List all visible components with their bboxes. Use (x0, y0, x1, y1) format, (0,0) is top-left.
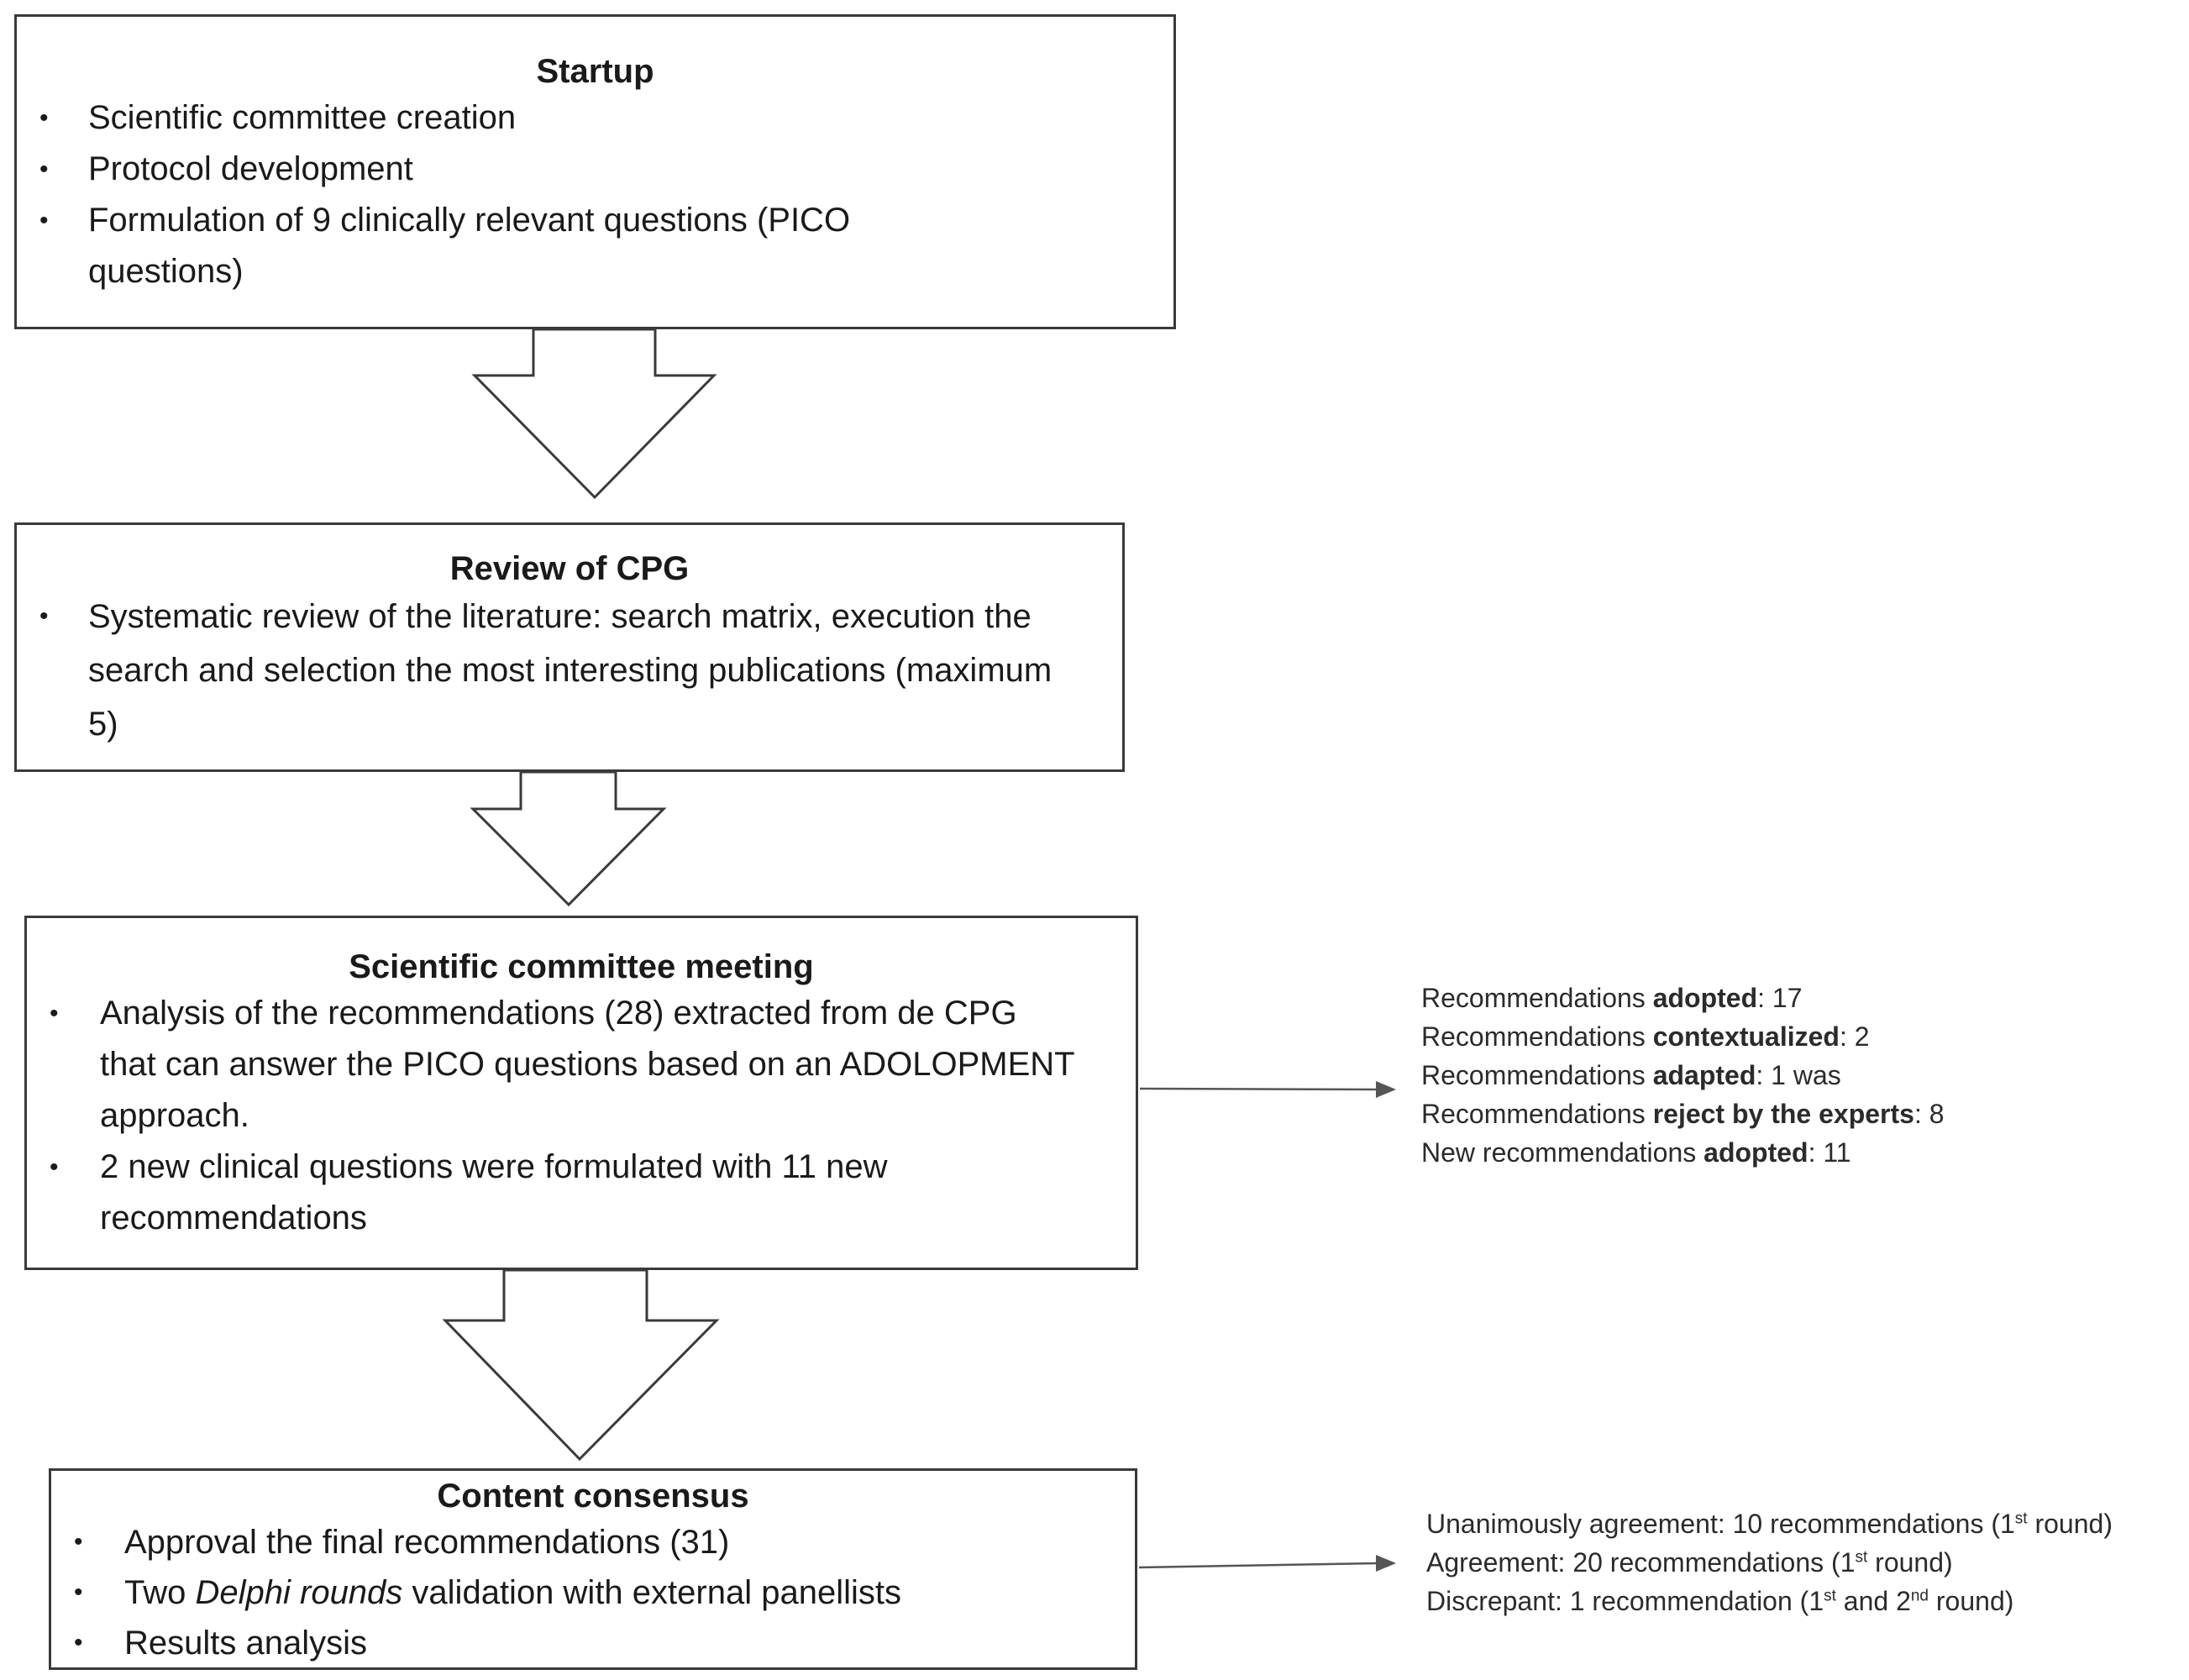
outcome-text-end: round) (1867, 1547, 1953, 1578)
review-list: Systematic review of the literature: sea… (17, 590, 1122, 751)
consensus-list: Approval the final recommendations (31) … (51, 1517, 1135, 1668)
review-title: Review of CPG (449, 550, 690, 587)
connector-consensus-to-outcomes (1138, 1562, 1378, 1569)
outcome-adapted: Recommendations adapted: 1 was (1421, 1056, 1945, 1095)
delphi-text-before: Two (124, 1574, 196, 1611)
outcome-prefix: Recommendations (1421, 983, 1653, 1013)
outcome-text: Unanimously agreement: 10 recommendation… (1426, 1509, 2015, 1539)
down-arrow-startup-to-review (471, 328, 717, 500)
outcome-text-end: round) (1929, 1586, 2014, 1616)
startup-item-committee: Scientific committee creation (17, 92, 1173, 144)
startup-item-protocol: Protocol development (17, 144, 1173, 195)
outcome-keyword: adapted (1652, 1060, 1756, 1090)
startup-item-pico: Formulation of 9 clinically relevant que… (17, 195, 962, 297)
outcome-prefix: Recommendations (1421, 1099, 1653, 1129)
outcome-keyword: adopted (1703, 1137, 1808, 1168)
down-arrow-review-to-meeting (470, 770, 667, 907)
meeting-list: Analysis of the recommendations (28) ext… (27, 988, 1136, 1244)
ordinal-suffix: st (1855, 1548, 1868, 1567)
meeting-outcomes: Recommendations adopted: 17 Recommendati… (1421, 979, 1945, 1172)
outcome-new-adopted: New recommendations adopted: 11 (1421, 1133, 1945, 1172)
outcome-adopted: Recommendations adopted: 17 (1421, 979, 1945, 1017)
meeting-title: Scientific committee meeting (349, 948, 814, 985)
outcome-contextualized: Recommendations contextualized: 2 (1421, 1017, 1945, 1056)
outcome-keyword: reject by the experts (1652, 1099, 1914, 1129)
review-box: Review of CPG Systematic review of the l… (14, 522, 1125, 772)
outcome-value: : 2 (1839, 1021, 1870, 1052)
delphi-text-after: validation with external panellists (402, 1574, 901, 1611)
delphi-rounds-italic: Delphi rounds (195, 1574, 403, 1611)
outcome-text-mid: and 2 (1835, 1586, 1911, 1616)
startup-box: Startup Scientific committee creation Pr… (14, 14, 1176, 329)
outcome-agreement: Agreement: 20 recommendations (1st round… (1426, 1543, 2113, 1582)
consensus-box: Content consensus Approval the final rec… (49, 1468, 1137, 1670)
meeting-box: Scientific committee meeting Analysis of… (24, 916, 1138, 1270)
outcome-value: : 17 (1757, 983, 1803, 1013)
outcome-prefix: New recommendations (1421, 1137, 1704, 1168)
meeting-item-analysis: Analysis of the recommendations (28) ext… (27, 988, 1079, 1142)
outcome-rejected: Recommendations reject by the experts: 8 (1421, 1095, 1945, 1133)
outcome-value: : 8 (1913, 1099, 1945, 1129)
connector-arrowhead-consensus (1376, 1555, 1396, 1572)
outcome-value: : 11 (1808, 1137, 1851, 1168)
review-item-systematic: Systematic review of the literature: sea… (17, 590, 1063, 751)
outcome-keyword: contextualized (1652, 1021, 1840, 1052)
outcome-text-end: round) (2027, 1509, 2113, 1539)
startup-list: Scientific committee creation Protocol d… (17, 92, 1173, 297)
consensus-outcomes: Unanimously agreement: 10 recommendation… (1426, 1504, 2113, 1620)
consensus-item-results: Results analysis (51, 1618, 1135, 1668)
outcome-keyword: adopted (1652, 983, 1758, 1013)
consensus-item-approval: Approval the final recommendations (31) (51, 1517, 1135, 1567)
outcome-text: Discrepant: 1 recommendation (1 (1426, 1586, 1824, 1616)
outcome-text: Agreement: 20 recommendations (1 (1426, 1547, 1856, 1578)
consensus-title: Content consensus (437, 1478, 749, 1515)
ordinal-suffix: st (1824, 1587, 1836, 1605)
down-arrow-meeting-to-consensus (442, 1268, 720, 1462)
ordinal-suffix-2: nd (1910, 1587, 1929, 1605)
meeting-item-new-questions: 2 new clinical questions were formulated… (27, 1142, 1079, 1244)
connector-arrowhead-meeting (1376, 1081, 1396, 1098)
startup-title: Startup (536, 53, 654, 90)
outcome-unanimous: Unanimously agreement: 10 recommendation… (1426, 1504, 2113, 1543)
ordinal-suffix: st (2014, 1509, 2028, 1528)
outcome-prefix: Recommendations (1421, 1021, 1653, 1052)
outcome-value: : 1 was (1756, 1060, 1841, 1090)
outcome-prefix: Recommendations (1421, 1060, 1653, 1090)
outcome-discrepant: Discrepant: 1 recommendation (1st and 2n… (1426, 1582, 2113, 1620)
consensus-item-delphi: Two Delphi rounds validation with extern… (51, 1567, 1135, 1618)
